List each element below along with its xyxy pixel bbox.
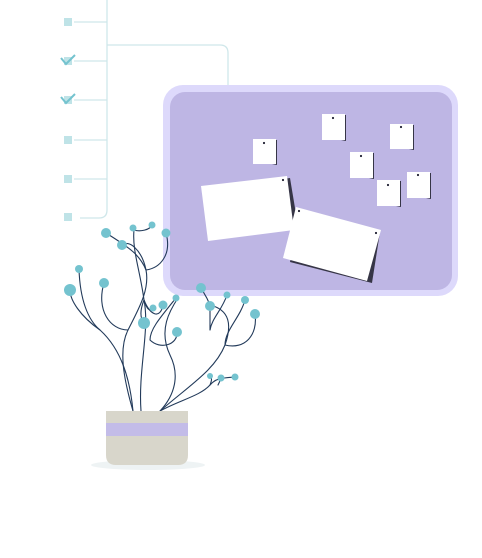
plant-pot: [106, 411, 188, 465]
note-card-large: [201, 176, 298, 241]
pin-icon: [297, 209, 301, 213]
pot-body: [106, 411, 188, 465]
sticky-note-small: [390, 124, 414, 150]
checkbox-square-icon: [64, 213, 72, 221]
checkbox-square-icon: [64, 136, 72, 144]
bud-icon: [75, 265, 83, 273]
checklist-item: [60, 93, 107, 105]
bud-icon: [99, 278, 109, 288]
checklist-item: [64, 136, 107, 144]
bud-icon: [172, 327, 182, 337]
bud-icon: [117, 240, 127, 250]
bud-icon: [250, 309, 260, 319]
bud-icon: [64, 284, 76, 296]
sticky-note-small: [253, 139, 277, 165]
pin-board: [163, 85, 458, 296]
bud-icon: [149, 304, 157, 312]
check-mark-icon: [60, 54, 76, 66]
bud-icon: [172, 294, 180, 302]
bud-icon: [161, 228, 171, 238]
plant-buds: [64, 221, 260, 382]
pin-icon: [331, 116, 335, 120]
checklist-item: [64, 18, 107, 26]
note-card-large: [283, 207, 381, 283]
bud-icon: [196, 283, 206, 293]
sticky-note-small: [322, 114, 346, 141]
checkbox-square-icon: [64, 175, 72, 183]
pot-band: [106, 423, 188, 436]
check-mark-icon: [60, 93, 76, 105]
potted-plant: [64, 221, 260, 470]
bud-icon: [158, 300, 168, 310]
checklist-item: [64, 175, 107, 183]
pin-icon: [386, 183, 390, 187]
sticky-note-small: [377, 180, 401, 207]
bud-icon: [101, 228, 111, 238]
bud-icon: [241, 296, 249, 304]
sticky-note-small: [350, 152, 374, 179]
pin-icon: [262, 141, 266, 145]
bud-icon: [207, 373, 213, 379]
checklist-item: [64, 213, 72, 221]
bud-icon: [205, 301, 215, 311]
checklist-item: [60, 54, 107, 66]
pin-icon: [399, 125, 403, 129]
bud-icon: [138, 317, 150, 329]
bud-icon: [217, 374, 225, 382]
bud-icon: [129, 224, 137, 232]
bud-icon: [148, 221, 156, 229]
sticky-note-small: [407, 172, 431, 199]
bud-icon: [231, 373, 239, 381]
bud-icon: [223, 291, 231, 299]
checkbox-square-icon: [64, 18, 72, 26]
pin-icon: [281, 178, 285, 182]
checklist-connector-line: [107, 44, 229, 86]
pin-icon: [374, 231, 378, 235]
board-surface: [170, 92, 452, 290]
pin-icon: [416, 173, 420, 177]
checklist-spine-line: [80, 0, 108, 219]
pin-icon: [359, 154, 363, 158]
checklist: [60, 0, 229, 221]
